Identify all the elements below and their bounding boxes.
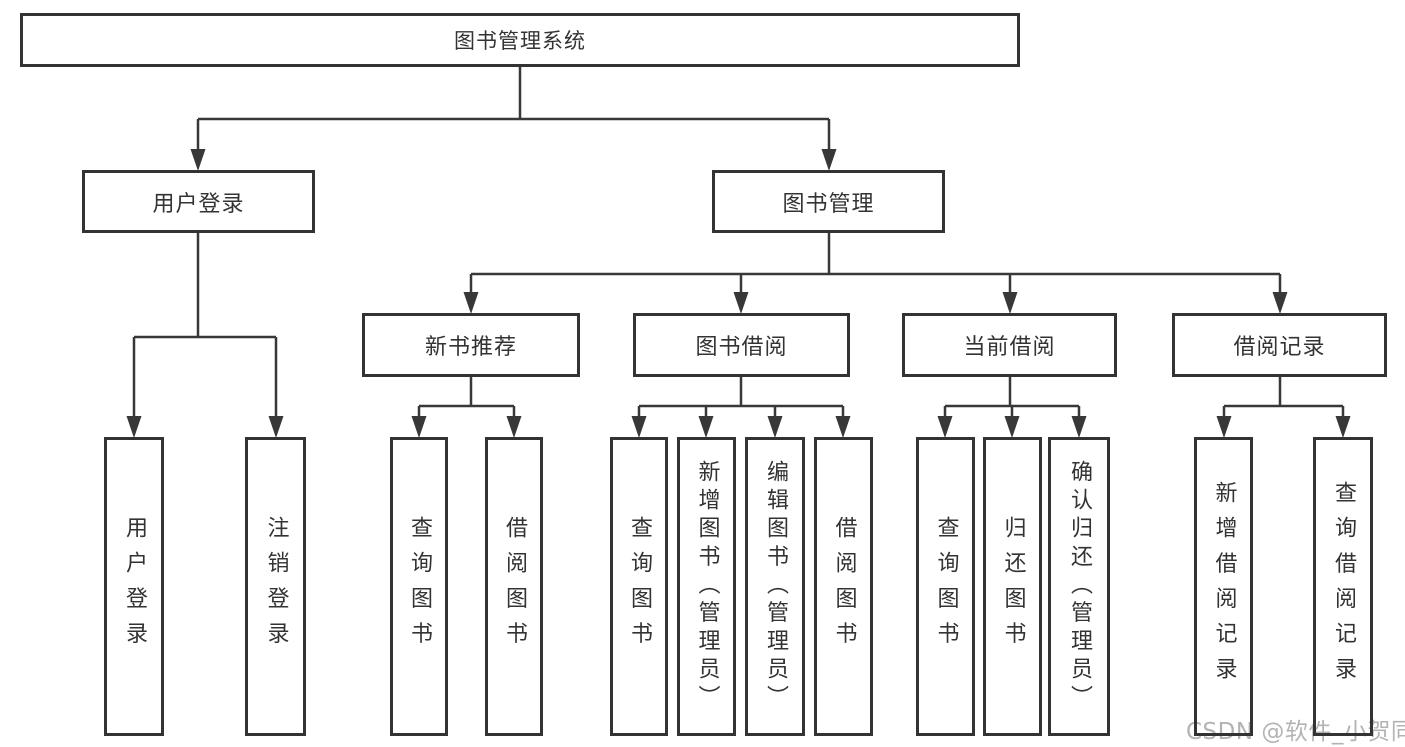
node-root-system: 图书管理系统 bbox=[20, 13, 1020, 67]
node-borrowing-records-label: 借阅记录 bbox=[1233, 335, 1326, 360]
node-current-borrowing: 当前借阅 bbox=[902, 313, 1117, 377]
leaf-query-books-recommend-label: 查询图书 bbox=[407, 516, 432, 657]
leaf-query-books-current-label: 查询图书 bbox=[933, 516, 959, 657]
node-book-management: 图书管理 bbox=[712, 170, 945, 233]
leaf-query-borrow-record-label: 查询借阅记录 bbox=[1331, 480, 1356, 693]
leaf-query-books-current: 查询图书 bbox=[916, 437, 975, 736]
leaf-logout-label: 注销登录 bbox=[263, 516, 289, 657]
node-book-borrowing-label: 图书借阅 bbox=[695, 335, 788, 360]
leaf-user-login: 用户登录 bbox=[104, 437, 164, 736]
node-book-borrowing: 图书借阅 bbox=[633, 313, 850, 377]
leaf-query-books-borrowing: 查询图书 bbox=[610, 437, 668, 736]
leaf-user-login-label: 用户登录 bbox=[122, 516, 147, 657]
node-user-login: 用户登录 bbox=[82, 170, 315, 233]
leaf-add-books-admin: 新增图书（管理员） bbox=[677, 437, 736, 736]
leaf-borrow-books-recommend-label: 借阅图书 bbox=[502, 516, 527, 657]
node-new-book-recommend: 新书推荐 bbox=[362, 313, 580, 377]
leaf-borrow-books-borrowing-label: 借阅图书 bbox=[831, 516, 857, 657]
node-root-system-label: 图书管理系统 bbox=[454, 29, 586, 53]
leaf-add-borrow-record-label: 新增借阅记录 bbox=[1211, 480, 1237, 693]
leaf-confirm-return-admin-label: 确认归还（管理员） bbox=[1067, 459, 1092, 714]
leaf-borrow-books-borrowing: 借阅图书 bbox=[814, 437, 873, 736]
leaf-add-borrow-record: 新增借阅记录 bbox=[1194, 437, 1253, 736]
watermark: CSDN @软件_小贺同学 bbox=[1186, 719, 1405, 745]
leaf-borrow-books-recommend: 借阅图书 bbox=[485, 437, 543, 736]
leaf-query-borrow-record: 查询借阅记录 bbox=[1313, 437, 1373, 736]
node-borrowing-records: 借阅记录 bbox=[1172, 313, 1387, 377]
leaf-confirm-return-admin: 确认归还（管理员） bbox=[1048, 437, 1110, 736]
leaf-return-books: 归还图书 bbox=[983, 437, 1042, 736]
leaf-edit-books-admin: 编辑图书（管理员） bbox=[745, 437, 805, 736]
leaf-edit-books-admin-label: 编辑图书（管理员） bbox=[763, 459, 788, 714]
node-current-borrowing-label: 当前借阅 bbox=[963, 335, 1056, 360]
leaf-query-books-borrowing-label: 查询图书 bbox=[627, 516, 652, 657]
node-user-login-label: 用户登录 bbox=[152, 191, 245, 217]
leaf-query-books-recommend: 查询图书 bbox=[390, 437, 448, 736]
node-new-book-recommend-label: 新书推荐 bbox=[424, 335, 517, 360]
leaf-logout: 注销登录 bbox=[245, 437, 306, 736]
leaf-add-books-admin-label: 新增图书（管理员） bbox=[694, 459, 720, 714]
node-book-management-label: 图书管理 bbox=[782, 191, 875, 217]
leaf-return-books-label: 归还图书 bbox=[1000, 516, 1026, 657]
